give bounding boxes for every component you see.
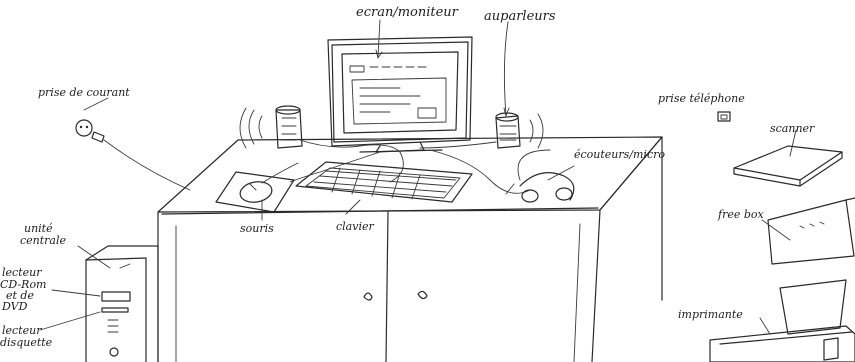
door-knob-left [364, 293, 372, 300]
label-headset: écouteurs/micro [574, 148, 665, 161]
label-power-outlet: prise de courant [38, 86, 130, 99]
keyboard [296, 162, 472, 202]
label-speakers: auparleurs [484, 9, 556, 24]
label-mouse: souris [240, 222, 274, 235]
desk-cables [290, 140, 530, 193]
speaker-right [496, 113, 543, 148]
central-unit [86, 246, 158, 362]
label-keyboard: clavier [336, 220, 374, 233]
printer [710, 280, 855, 362]
cdrom-drive [102, 292, 130, 301]
label-cdrom-4: DVD [1, 300, 28, 313]
power-button [110, 348, 118, 356]
desk [158, 137, 662, 362]
label-central-unit-2: centrale [20, 234, 67, 247]
scanner [734, 130, 842, 186]
headset [506, 150, 574, 202]
label-printer: imprimante [678, 308, 743, 321]
floppy-drive [102, 308, 128, 312]
monitor [328, 37, 472, 152]
label-phone-outlet: prise téléphone [658, 92, 745, 105]
door-knob-right [418, 291, 427, 298]
mouse [216, 163, 298, 212]
label-monitor: ecran/moniteur [356, 5, 459, 20]
speaker-left [240, 106, 302, 148]
freebox [762, 198, 855, 264]
label-freebox: free box [717, 208, 765, 221]
leader-lines [40, 20, 574, 330]
power-outlet [76, 98, 190, 190]
phone-outlet [718, 112, 730, 121]
screen-taskbar-icon [350, 66, 364, 72]
label-floppy-2: disquette [0, 336, 53, 349]
label-scanner: scanner [770, 122, 815, 135]
